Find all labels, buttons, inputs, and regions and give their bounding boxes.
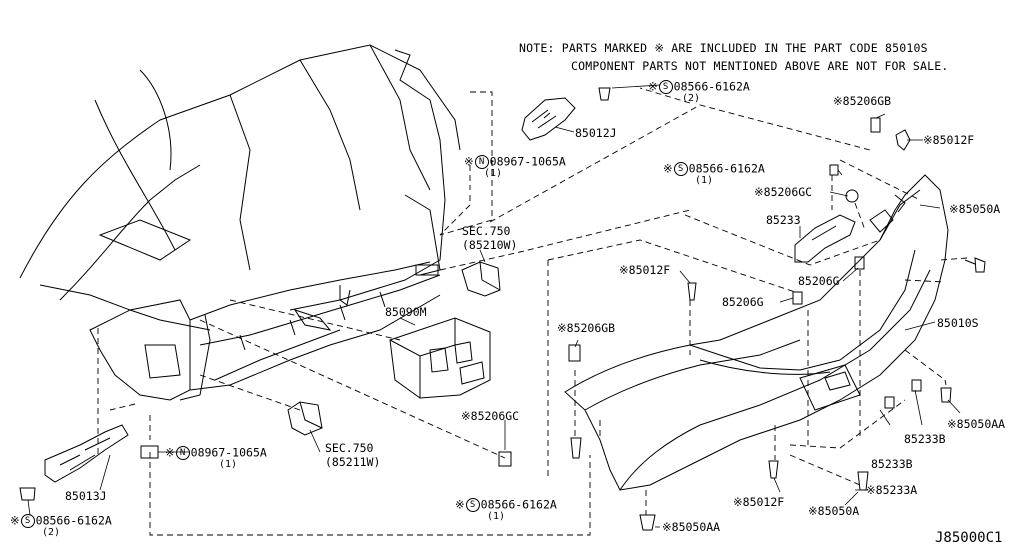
- bumper-fascia-85010S: [564, 174, 949, 491]
- label-85050AA-right: ※85050AA: [947, 418, 1005, 431]
- included-mark: ※: [866, 483, 876, 497]
- included-mark: ※: [949, 202, 959, 216]
- included-mark: ※: [619, 263, 629, 277]
- note-line-1: NOTE: PARTS MARKED ※ ARE INCLUDED IN THE…: [519, 41, 928, 55]
- part-number: 08566-6162A: [35, 513, 112, 528]
- label-sec750-lower: SEC.750: [325, 441, 374, 455]
- included-mark: ※: [662, 520, 672, 534]
- label-85206GB-top: ※85206GB: [833, 95, 891, 108]
- part-number: 85206GC: [763, 185, 813, 199]
- included-mark: ※: [663, 161, 673, 176]
- part-number: 08566-6162A: [688, 161, 765, 176]
- part-number: 85206GC: [470, 409, 520, 423]
- label-85010S: 85010S: [937, 316, 979, 330]
- diagram-id: J85000C1: [935, 530, 1003, 546]
- included-mark: ※: [947, 417, 957, 431]
- qty-screw-left: (2): [42, 527, 61, 538]
- screw-s-icon: S: [673, 162, 688, 176]
- label-85012F-low: ※85012F: [733, 496, 784, 509]
- nut-n-icon: N: [474, 155, 489, 169]
- part-number: 85050A: [817, 504, 860, 518]
- bracket-85013J: [44, 424, 129, 483]
- label-85233B-a: 85233B: [904, 432, 946, 446]
- leader-lines: [97, 87, 968, 536]
- energy-absorber-85090M: [389, 317, 491, 399]
- qty-screw-mid: (1): [695, 175, 714, 186]
- vehicle-body-outline: [19, 44, 461, 401]
- label-sec750-lower-ref: (85211W): [325, 455, 381, 469]
- label-85233B-b: 85233B: [871, 457, 913, 471]
- part-number: 08566-6162A: [673, 79, 750, 94]
- qty-screw-bottom: (1): [487, 511, 506, 522]
- screw-s-icon: S: [20, 514, 35, 528]
- qty-nut-lower: (1): [219, 459, 238, 470]
- part-number: 08566-6162A: [480, 497, 557, 512]
- label-85090M: 85090M: [385, 305, 427, 319]
- part-number: 85050AA: [671, 520, 721, 534]
- label-85012F-right: ※85012F: [923, 134, 974, 147]
- label-85206G-mid: 85206G: [722, 295, 764, 309]
- part-number: 85012F: [628, 263, 671, 277]
- screw-s-icon: S: [465, 498, 480, 512]
- included-mark: ※: [833, 94, 843, 108]
- label-85050A-right: ※85050A: [949, 203, 1000, 216]
- included-mark: ※: [923, 133, 933, 147]
- label-85206G-right: 85206G: [798, 274, 840, 288]
- screw-s-icon: S: [658, 80, 673, 94]
- included-mark: ※: [808, 504, 818, 518]
- qty-nut-upper: (1): [484, 168, 503, 179]
- label-85012J: 85012J: [575, 126, 617, 140]
- label-leaders: [27, 84, 961, 528]
- included-mark: ※: [557, 321, 567, 335]
- included-mark: ※: [461, 409, 471, 423]
- part-number: 85206GB: [566, 321, 616, 335]
- label-85233A: ※85233A: [866, 484, 917, 497]
- qty-screw-top: (2): [682, 93, 701, 104]
- included-mark: ※: [165, 445, 175, 460]
- included-mark: ※: [754, 185, 764, 199]
- bracket-85233: [794, 214, 856, 263]
- part-number: 85012F: [932, 133, 975, 147]
- part-number: 85206GB: [842, 94, 892, 108]
- part-number: 85012F: [742, 495, 785, 509]
- included-mark: ※: [648, 79, 658, 94]
- label-85050AA-low: ※85050AA: [662, 521, 720, 534]
- heat-shield-sec750-lower: [287, 401, 323, 436]
- included-mark: ※: [733, 495, 743, 509]
- nut-n-icon: N: [175, 446, 190, 460]
- label-85012F-mid: ※85012F: [619, 264, 670, 277]
- included-mark: ※: [10, 513, 20, 528]
- label-85050A-low: ※85050A: [808, 505, 859, 518]
- part-number: 08967-1065A: [190, 445, 267, 460]
- part-number: 85233A: [875, 483, 918, 497]
- included-mark: ※: [464, 154, 474, 169]
- part-number: 85050AA: [956, 417, 1006, 431]
- part-number: 85050A: [958, 202, 1001, 216]
- label-sec750-upper: SEC.750: [462, 224, 511, 238]
- label-85206GC-mid: ※85206GC: [754, 186, 812, 199]
- bracket-85012J: [521, 97, 576, 141]
- note-line-2: COMPONENT PARTS NOT MENTIONED ABOVE ARE …: [571, 59, 949, 73]
- label-85206GB-mid: ※85206GB: [557, 322, 615, 335]
- part-number: 08967-1065A: [489, 154, 566, 169]
- label-85233: 85233: [766, 213, 801, 227]
- label-85013J: 85013J: [65, 489, 107, 503]
- included-mark: ※: [455, 497, 465, 512]
- label-sec750-upper-ref: (85210W): [462, 238, 518, 252]
- heat-shield-sec750-upper: [461, 261, 501, 297]
- label-85206GC-low: ※85206GC: [461, 410, 519, 423]
